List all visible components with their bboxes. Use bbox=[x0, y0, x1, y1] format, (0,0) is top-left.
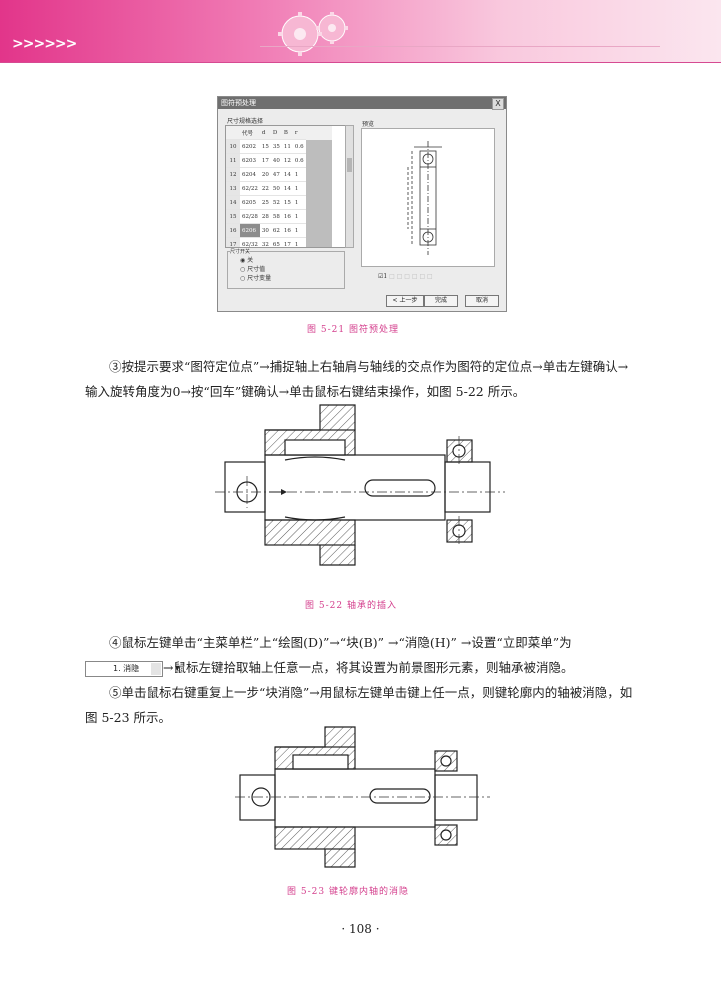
table-cell: 62/22 bbox=[240, 181, 260, 196]
table-cell: 1 bbox=[292, 181, 306, 196]
table-cell: 30 bbox=[259, 223, 271, 238]
gear-icon bbox=[278, 12, 348, 56]
table-cell: 58 bbox=[270, 209, 282, 224]
shaft-bearing-drawing bbox=[215, 404, 505, 566]
table-cell: 32 bbox=[259, 237, 271, 247]
table-cell: 6206 bbox=[240, 223, 260, 238]
table-cell: 1 bbox=[292, 195, 306, 210]
paragraph-step-3: ③按提示要求“图符定位点”→捕捉轴上右轴肩与轴线的交点作为图符的定位点→单击左键… bbox=[85, 359, 629, 399]
table-cell: 47 bbox=[270, 167, 282, 182]
table-cell: 16 bbox=[281, 209, 293, 224]
table-cell: 12 bbox=[226, 167, 240, 182]
radio-size-value[interactable]: ○ 尺寸值 bbox=[240, 266, 266, 273]
table-cell: 17 bbox=[281, 237, 293, 247]
table-cell: 14 bbox=[281, 181, 293, 196]
chevron-down-icon: ▼ bbox=[151, 662, 180, 675]
column-header: B bbox=[281, 126, 293, 140]
dropdown-value: 1. 消隐 bbox=[113, 663, 140, 673]
table-cell: 62 bbox=[270, 223, 282, 238]
table-cell: 62/32 bbox=[240, 237, 260, 247]
table-cell: 17 bbox=[226, 237, 240, 247]
page-header-band: >>>>>> bbox=[0, 0, 721, 62]
preview-label: 预览 bbox=[362, 121, 375, 128]
table-cell: 35 bbox=[270, 139, 282, 154]
table-cell: 1 bbox=[292, 167, 306, 182]
finish-button[interactable]: 完成 bbox=[424, 295, 458, 307]
size-switch-group bbox=[227, 251, 345, 289]
table-cell: 15 bbox=[281, 195, 293, 210]
paragraph-step-4: ④鼠标左键单击“主菜单栏”上“绘图(D)”→“块(B)” →“消隐(H)” →设… bbox=[85, 630, 640, 680]
table-cell: 62/28 bbox=[240, 209, 260, 224]
table-cell: 0.6 bbox=[292, 153, 306, 168]
header-rule bbox=[260, 46, 660, 47]
chevron-decoration: >>>>>> bbox=[12, 36, 77, 52]
table-cell: 1 bbox=[292, 223, 306, 238]
dialog-title: 图符预处理 bbox=[218, 97, 506, 109]
page-number: · 108 · bbox=[341, 922, 380, 936]
prev-step-button[interactable]: < 上一步 bbox=[386, 295, 424, 307]
table-cell: 65 bbox=[270, 237, 282, 247]
table-cell: 17 bbox=[259, 153, 271, 168]
shaft-hidden-drawing bbox=[235, 726, 490, 868]
column-header: 代号 bbox=[240, 126, 260, 140]
table-cell: 14 bbox=[226, 195, 240, 210]
table-cell: 20 bbox=[259, 167, 271, 182]
table-cell: 15 bbox=[226, 209, 240, 224]
table-cell: 6203 bbox=[240, 153, 260, 168]
bearing-preview-drawing bbox=[407, 141, 442, 255]
table-cell: 12 bbox=[281, 153, 293, 168]
table-cell: 6202 bbox=[240, 139, 260, 154]
close-button[interactable]: X bbox=[492, 98, 504, 110]
table-cell: 11 bbox=[281, 139, 293, 154]
table-cell: 52 bbox=[270, 195, 282, 210]
table-scrollbar[interactable] bbox=[345, 125, 354, 248]
header-rule-2 bbox=[0, 62, 721, 63]
table-header-row: 代号 d D B r bbox=[226, 126, 332, 140]
table-cell: 10 bbox=[226, 139, 240, 154]
paragraph-step-5: ⑤单击鼠标右键重复上一步“块消隐”→用鼠标左键单击键上任一点，则键轮廓内的轴被消… bbox=[85, 685, 633, 725]
table-cell: 28 bbox=[259, 209, 271, 224]
figure-caption-5-22: 图 5-22 轴承的插入 bbox=[305, 601, 397, 611]
table-cell: 22 bbox=[259, 181, 271, 196]
table-cell: 15 bbox=[259, 139, 271, 154]
table-cell: 1 bbox=[292, 237, 306, 247]
figure-caption-5-21: 图 5-21 图符预处理 bbox=[307, 325, 399, 335]
table-cell: 50 bbox=[270, 181, 282, 196]
table-cell: 13 bbox=[226, 181, 240, 196]
preview-checkbox[interactable]: ☑1 □ □ □ □ □ □ bbox=[378, 273, 433, 280]
radio-size-variable[interactable]: ○ 尺寸变量 bbox=[240, 275, 272, 282]
column-header: d bbox=[259, 126, 271, 140]
table-cell: 14 bbox=[281, 167, 293, 182]
table-cell: 6205 bbox=[240, 195, 260, 210]
table-cell: 0.6 bbox=[292, 139, 306, 154]
figure-caption-5-23: 图 5-23 键轮廓内轴的消隐 bbox=[287, 887, 409, 897]
column-header: r bbox=[292, 126, 306, 140]
cancel-button[interactable]: 取消 bbox=[465, 295, 499, 307]
table-cell: 11 bbox=[226, 153, 240, 168]
table-cell: 16 bbox=[281, 223, 293, 238]
table-cell: 16 bbox=[226, 223, 240, 238]
table-cell: 40 bbox=[270, 153, 282, 168]
table-cell: 25 bbox=[259, 195, 271, 210]
table-cell: 6204 bbox=[240, 167, 260, 182]
paragraph-step-4-text-a: ④鼠标左键单击“主菜单栏”上“绘图(D)”→“块(B)” →“消隐(H)” →设… bbox=[109, 635, 572, 650]
group-label: 尺寸开关 bbox=[230, 248, 251, 255]
size-list-label: 尺寸规格选择 bbox=[227, 118, 264, 125]
immediate-menu-dropdown[interactable]: 1. 消隐 ▼ bbox=[85, 660, 180, 677]
column-header: D bbox=[270, 126, 282, 140]
radio-off[interactable]: ◉ 关 bbox=[240, 257, 254, 264]
preview-pane bbox=[361, 128, 495, 267]
paragraph-step-4-text-b: →鼠标左键拾取轴上任意一点，将其设置为前景图形元素，则轴承被消隐。 bbox=[163, 660, 574, 675]
table-cell: 1 bbox=[292, 209, 306, 224]
